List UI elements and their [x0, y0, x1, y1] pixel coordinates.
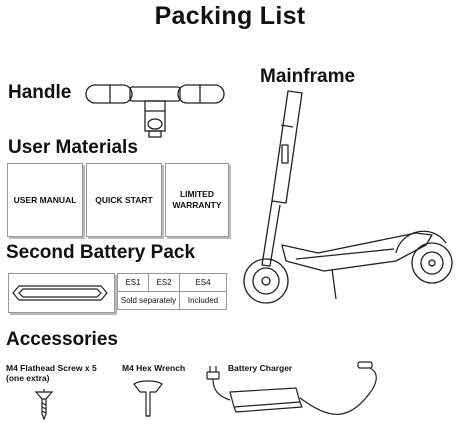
limited-warranty-label: LIMITED WARRANTY — [172, 189, 221, 211]
battery-charger-icon — [206, 361, 377, 415]
page-title: Packing List — [154, 2, 306, 30]
second-battery-heading: Second Battery Pack — [6, 242, 196, 263]
flathead-screw-icon — [34, 389, 54, 421]
user-materials-heading: User Materials — [8, 137, 138, 158]
table-row: ES1 ES2 ES4 — [117, 273, 227, 292]
screw-label-line-2: (one extra) — [6, 373, 50, 383]
quick-start-card: QUICK START — [86, 163, 162, 237]
included-cell: Included — [179, 291, 227, 310]
charger-label: Battery Charger — [228, 363, 293, 373]
battery-pack-illustration — [12, 285, 108, 301]
warranty-line-1: LIMITED — [179, 189, 214, 199]
limited-warranty-card: LIMITED WARRANTY — [165, 163, 229, 237]
table-header-es1: ES1 — [117, 273, 149, 292]
screw-label: M4 Flathead Screw x 5 (one extra) — [6, 363, 97, 383]
accessories-heading: Accessories — [6, 329, 118, 350]
user-manual-card: USER MANUAL — [7, 163, 83, 237]
battery-compatibility-table: ES1 ES2 ES4 Sold separately Included — [117, 273, 227, 310]
hex-wrench-icon — [133, 380, 163, 417]
user-manual-label: USER MANUAL — [13, 194, 77, 205]
table-row: Sold separately Included — [117, 291, 227, 310]
screw-label-line-1: M4 Flathead Screw x 5 — [6, 363, 97, 373]
mainframe-heading: Mainframe — [260, 66, 356, 87]
handle-heading: Handle — [8, 82, 72, 103]
battery-pack-card — [8, 273, 115, 313]
sold-separately-cell: Sold separately — [117, 291, 180, 310]
handle-illustration — [85, 84, 225, 138]
hex-wrench-label: M4 Hex Wrench — [122, 363, 186, 373]
scooter-illustration — [243, 90, 453, 304]
table-header-es4: ES4 — [179, 273, 227, 292]
warranty-line-2: WARRANTY — [172, 200, 222, 210]
table-header-es2: ES2 — [148, 273, 180, 292]
quick-start-label: QUICK START — [95, 194, 153, 205]
